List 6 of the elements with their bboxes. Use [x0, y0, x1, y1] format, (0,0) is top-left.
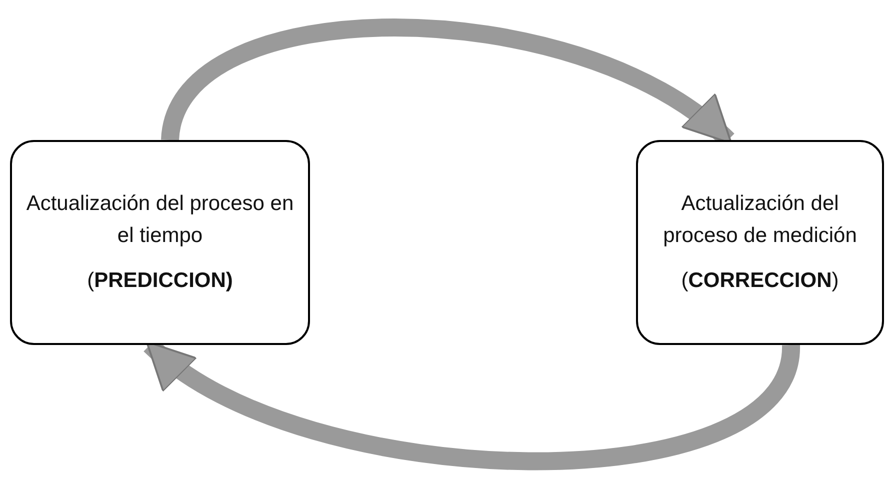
box-subtitle: (CORRECCION) [681, 268, 839, 294]
box-subtitle: (PREDICCION) [87, 268, 233, 294]
box-text: Actualización del proceso en el tiempo [25, 190, 295, 250]
process-box [10, 140, 310, 345]
process-box [636, 140, 884, 345]
box-text: Actualización del proceso de medición [662, 190, 858, 250]
